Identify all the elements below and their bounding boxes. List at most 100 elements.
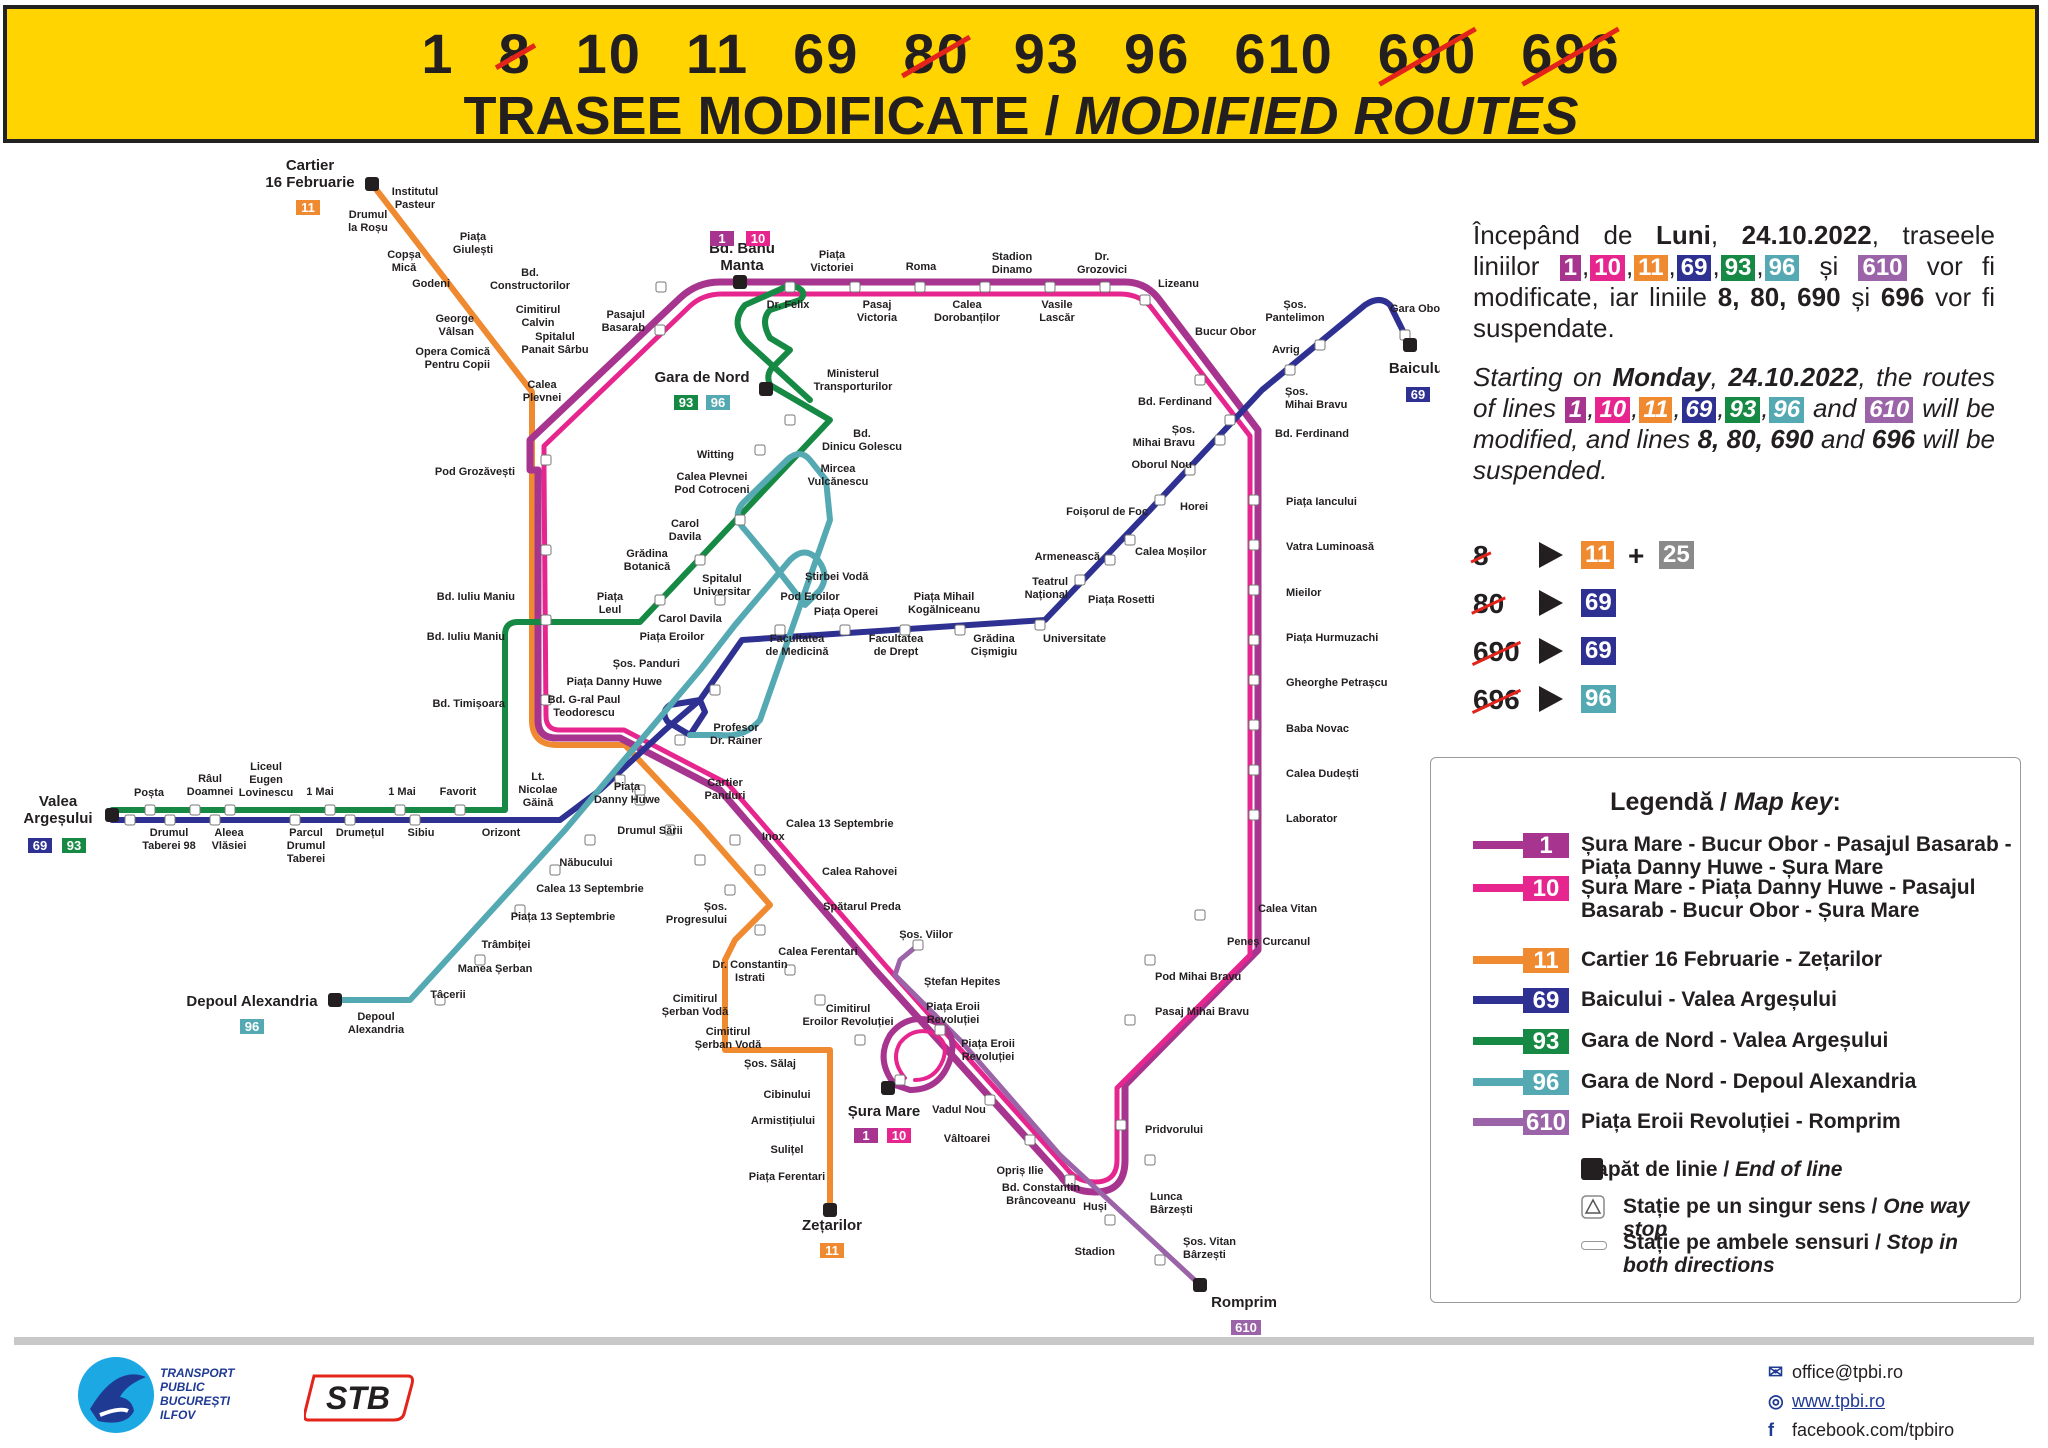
stop-label: Piața Rosetti — [1088, 594, 1155, 606]
route-badge: 610 — [1523, 1110, 1569, 1135]
stop-label: Ștefan Hepites — [924, 976, 1000, 988]
web-row: ◎ www.tpbi.ro — [1768, 1387, 1954, 1416]
stop-label: Piața 13 Septembrie — [511, 911, 616, 923]
stop-marker — [694, 554, 706, 566]
legend-both-text: Stație pe ambele sensuri / Stop in both … — [1623, 1231, 1958, 1277]
stop-label: Piața Hurmuzachi — [1286, 632, 1378, 644]
stop-label: Mieilor — [1286, 587, 1322, 599]
badge-11: 11 — [1633, 254, 1669, 282]
stop-marker — [754, 864, 766, 876]
terminal-badge-text: 93 — [67, 838, 81, 853]
stop-label: Oborul Nou — [1132, 459, 1193, 471]
stop-marker — [189, 804, 201, 816]
globe-icon: ◎ — [1768, 1391, 1784, 1411]
stop-marker — [1314, 339, 1326, 351]
replacement-row: 696 96 — [1473, 684, 1773, 732]
route-badge: 69 — [1523, 988, 1569, 1013]
web-link[interactable]: www.tpbi.ro — [1792, 1391, 1886, 1411]
stop-marker — [474, 954, 486, 966]
stop-marker — [754, 444, 766, 456]
terminal-badge-text: 96 — [245, 1019, 259, 1034]
replacement-line-25: 25 — [1659, 541, 1694, 569]
terminal-badge-10 — [887, 1128, 911, 1143]
stop-label: Sibiu — [408, 827, 435, 839]
stop-label: Sulițel — [770, 1144, 803, 1156]
route-color-bar — [1473, 1037, 1561, 1045]
stop-label: Calea Moșilor — [1135, 546, 1207, 558]
stop-marker — [1115, 1119, 1127, 1131]
arrow-right-icon — [1539, 638, 1563, 664]
stop-label: Orizont — [482, 827, 521, 839]
route-line-610 — [892, 942, 1203, 1288]
route-color-bar — [1473, 956, 1561, 964]
stop-label: Favorit — [440, 786, 477, 798]
stop-marker — [654, 594, 666, 606]
suspended-line: 696 — [1473, 684, 1520, 715]
legend-title: Legendă / Map key: — [1610, 788, 1841, 816]
stop-label: Calea Rahovei — [822, 866, 897, 878]
one-way-stop-icon — [1581, 1195, 1605, 1224]
stop-marker — [1139, 294, 1151, 306]
stop-marker — [434, 994, 446, 1006]
tpbi-word: PUBLIC — [160, 1380, 205, 1394]
stop-label: Cibinului — [763, 1089, 810, 1101]
terminal-marker — [881, 1081, 895, 1095]
stop-label: Piața Ferentari — [749, 1171, 825, 1183]
stop-label: Stadion — [1075, 1246, 1116, 1258]
legend-one-way-text: Stație pe un singur sens / One way stop — [1623, 1195, 1970, 1241]
stop-marker — [1154, 1254, 1166, 1266]
terminal-badge-1 — [854, 1128, 878, 1143]
facebook-link[interactable]: facebook.com/tpbiro — [1792, 1420, 1955, 1440]
stop-marker — [514, 904, 526, 916]
stop-markers — [124, 281, 1411, 1266]
stop-label: Universitate — [1043, 633, 1106, 645]
stop-marker — [1248, 719, 1260, 731]
stop-label: Vadul Nou — [932, 1104, 986, 1116]
badge-610: 610 — [1864, 396, 1915, 424]
stop-marker — [954, 624, 966, 636]
badge-10: 10 — [1594, 396, 1632, 424]
badge-1: 1 — [1558, 254, 1582, 282]
terminal-badge-93 — [62, 838, 86, 853]
stop-marker — [540, 614, 552, 626]
stop-marker — [899, 624, 911, 636]
stop-marker — [914, 281, 926, 293]
route-description: Cartier 16 Februarie - Zețarilor — [1581, 948, 1883, 971]
arrow-right-icon — [1539, 686, 1563, 712]
stop-marker — [1104, 554, 1116, 566]
stop-label: Bucur Obor — [1195, 326, 1257, 338]
stop-marker — [164, 814, 176, 826]
stop-marker — [1248, 809, 1260, 821]
email-link[interactable]: office@tpbi.ro — [1792, 1362, 1903, 1382]
stop-label: Piața Eroilor — [640, 631, 706, 643]
tpbi-word: ILFOV — [160, 1408, 196, 1422]
stop-label: Manea Șerban — [458, 963, 533, 975]
stop-marker — [674, 734, 686, 746]
replacement-line-96: 96 — [1581, 685, 1616, 713]
arrow-right-icon — [1539, 590, 1563, 616]
stop-marker — [1214, 434, 1226, 446]
banner-line-10: 10 — [575, 22, 642, 85]
route-description: Gara de Nord - Depoul Alexandria — [1581, 1070, 1917, 1093]
badge-610: 610 — [1857, 254, 1908, 282]
stop-marker — [124, 814, 136, 826]
stop-label: Peneș Curcanul — [1227, 936, 1310, 948]
terminal-badge-text: 96 — [711, 395, 725, 410]
stop-marker — [1024, 1134, 1036, 1146]
stop-marker — [289, 814, 301, 826]
stop-marker — [784, 281, 796, 293]
stop-label: Bd.Dinicu Golescu — [822, 428, 902, 453]
terminal-badge-69 — [28, 838, 52, 853]
stop-marker — [655, 281, 667, 293]
